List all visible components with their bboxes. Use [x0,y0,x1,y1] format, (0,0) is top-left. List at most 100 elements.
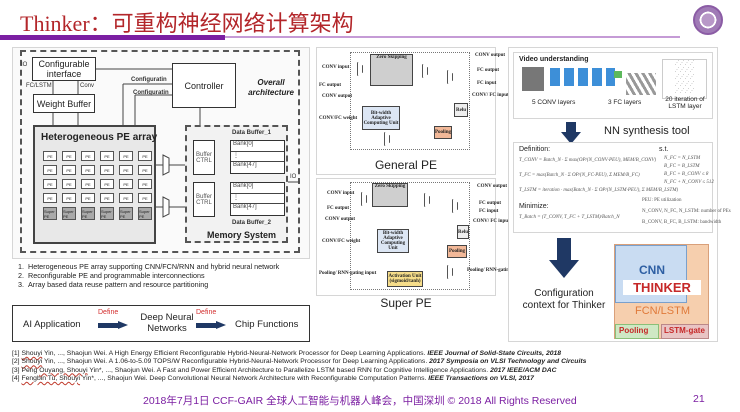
super-pe-cell: Super PE [138,207,152,220]
heterogeneous-pe-array: Heterogeneous PE array PE PE PE PE PE PE… [33,125,158,244]
down-arrow-large-icon [549,238,579,280]
constraint-1: N_FC = N_LSTM [664,156,701,161]
video-understanding-box: Video understanding ⋰⋰⋰⋰⋰⋰⋰⋰⋰⋰⋰⋰⋰⋰⋰⋰⋰⋰⋰⋰… [513,52,713,119]
conv-fc-input-label: CONV/ FC input [472,93,509,98]
pooling-block: Pooling [447,245,467,258]
nn-synthesis-panel: Video understanding ⋰⋰⋰⋰⋰⋰⋰⋰⋰⋰⋰⋰⋰⋰⋰⋰⋰⋰⋰⋰… [508,47,731,342]
super-pe-cell: Super PE [81,207,95,220]
buffer-ctrl-1: Buffer CTRL [193,140,215,175]
pe-array-title: Heterogeneous PE array [41,132,158,143]
memory-system-label: Memory System [207,230,277,240]
definition-flow: AI Application Define Deep Neural Networ… [12,305,310,342]
bank-last: Bank[47] [233,162,257,169]
flow-deep-neural-networks: Deep Neural Networks [140,312,194,334]
pe-cell: PE [43,151,57,161]
conv-input-label: CONV input [322,65,350,70]
data-buffer-2-banks: Bank[0] ⋮ Bank[47] [230,182,285,216]
relu-block: Relu [457,225,469,239]
architecture-wires [52,68,300,218]
io-right-label: IO [290,174,297,180]
pe-grid: PE PE PE PE PE PE PE PE PE PE PE PE PE P… [43,151,152,220]
mux-top [162,154,170,176]
relu-block: Relu [454,103,468,117]
bank-mid: ⋮ [231,152,284,163]
nn-synthesis-tool-label: NN synthesis tool [604,125,690,137]
lstm-iteration-icon: ⋰⋰⋰⋰⋰⋰⋰⋰⋰⋰⋰⋰⋰⋰⋰⋰⋰⋰⋰⋰ [662,59,707,99]
conv-output-left-label: CONV output [325,217,356,222]
pe-cell: PE [62,193,76,203]
title-underline [0,36,680,38]
feature-item: 3.Array based data reuse pattern and res… [18,280,209,290]
footer-text: 2018年7月1日 CCF-GAIR 全球人工智能与机器人峰会，中国深圳 © 2… [143,395,577,407]
super-pe-cell: Super PE [62,207,76,220]
mux-bottom [162,196,170,218]
page-number: 21 [693,393,705,405]
super-pe-cell: Super PE [43,207,57,220]
weight-buffer-box: Weight Buffer [33,94,95,113]
data-buffer-2-label: Data Buffer_2 [232,220,272,226]
pe-cell: PE [43,165,57,175]
flow-arrow-1 [98,321,128,330]
input-frame-icon [522,67,544,91]
pe-cell: PE [119,193,133,203]
pe-cell: PE [100,193,114,203]
conv-fc-weight-label: CONV/FC weight [319,116,358,121]
buffer-ctrl-1-label: Buffer CTRL [196,151,212,164]
bank-first: Bank[0] [231,183,284,194]
activation-unit: Activation Unit (sigmoid/tanh) [387,271,423,287]
constraint-2: B_FC = B_LSTM [664,164,700,169]
pe-cell: PE [100,165,114,175]
definition-label: Definition: [519,146,551,153]
legend-n: N_CONV, N_FC, N_LSTM: number of PEs [642,209,731,214]
definition-box: Definition: T_CONV = Batch_N · Σ max(OP/… [513,142,731,233]
fc-output-right-label: FC output [477,68,500,73]
slide-title-sep: ： [89,11,112,36]
general-pe-panel: Zero Skipping CONV input FC output CONV … [316,47,509,175]
constraint-3: B_FC + B_CONV ≤ 8 [664,172,709,177]
fc-output-left-label: FC output [319,83,342,88]
references: [1] Shouyi Yin, ..., Shaojun Wei. A High… [12,350,586,383]
config-context-label: Configuration context for Thinker [522,288,606,311]
weight-buffer-label: Weight Buffer [36,98,92,109]
pooling-rnn-input-label: Pooling/ RNN-gating input [319,271,377,276]
pe-cell: PE [119,179,133,189]
flow-chip-functions: Chip Functions [235,319,299,330]
flow-define-1: Define [98,309,119,316]
pe-cell: PE [138,165,152,175]
fc-layers-label: 3 FC layers [608,99,642,106]
conv-input-label: CONV input [327,191,355,196]
pe-cell: PE [43,179,57,189]
super-pe-caption: Super PE [380,296,432,310]
buffer-ctrl-2: Buffer CTRL [193,182,215,217]
configurable-interface-box: Configurable interface [32,57,96,81]
reference-item: [4] Fengbin Tu, Shouyi Yin*, ..., Shaoju… [12,374,534,382]
memory-system: Data Buffer_1 Buffer CTRL Bank[0] ⋮ Bank… [185,125,288,243]
controller-label: Controller [184,80,224,91]
legend-peu: PEU: PE utilization [642,198,682,203]
bit-width-unit: Bit-width Adaptive Computing Unit [362,106,400,130]
pe-cell: PE [100,179,114,189]
pe-cell: PE [81,179,95,189]
pe-cell: PE [138,179,152,189]
configuration-label-2: Configuratin [133,90,169,96]
conv-fc-weight-label: CONV/FC weight [322,239,361,244]
super-pe-panel: Zero Skipping CONV input FC output CONV … [316,178,527,296]
data-buffer-1-label: Data Buffer_1 [232,130,272,136]
constraint-4: N_FC + N_CONV ≤ 512 [664,180,714,185]
conv-output-right-label: CONV output [477,184,508,189]
pooling-block: Pooling [434,126,452,139]
pe-cell: PE [62,179,76,189]
pe-cell: PE [100,151,114,161]
pe-cell: PE [62,165,76,175]
fc-layer-icon [614,71,622,78]
pe-cell: PE [138,151,152,161]
legend-b: B_CONV, B_FC, B_LSTM: bandwidth [642,220,722,225]
fc-input-label: FC input [479,209,499,214]
lstm-gate-label: LSTM-gate [664,326,705,335]
fcn-lstm-label: FCN/LSTM [635,305,690,317]
pe-cell: PE [119,165,133,175]
pe-cell: PE [43,193,57,203]
controller-box: Controller [172,63,236,108]
slide-title-en: Thinker [20,11,90,36]
fc-stripes-icon [626,73,656,95]
